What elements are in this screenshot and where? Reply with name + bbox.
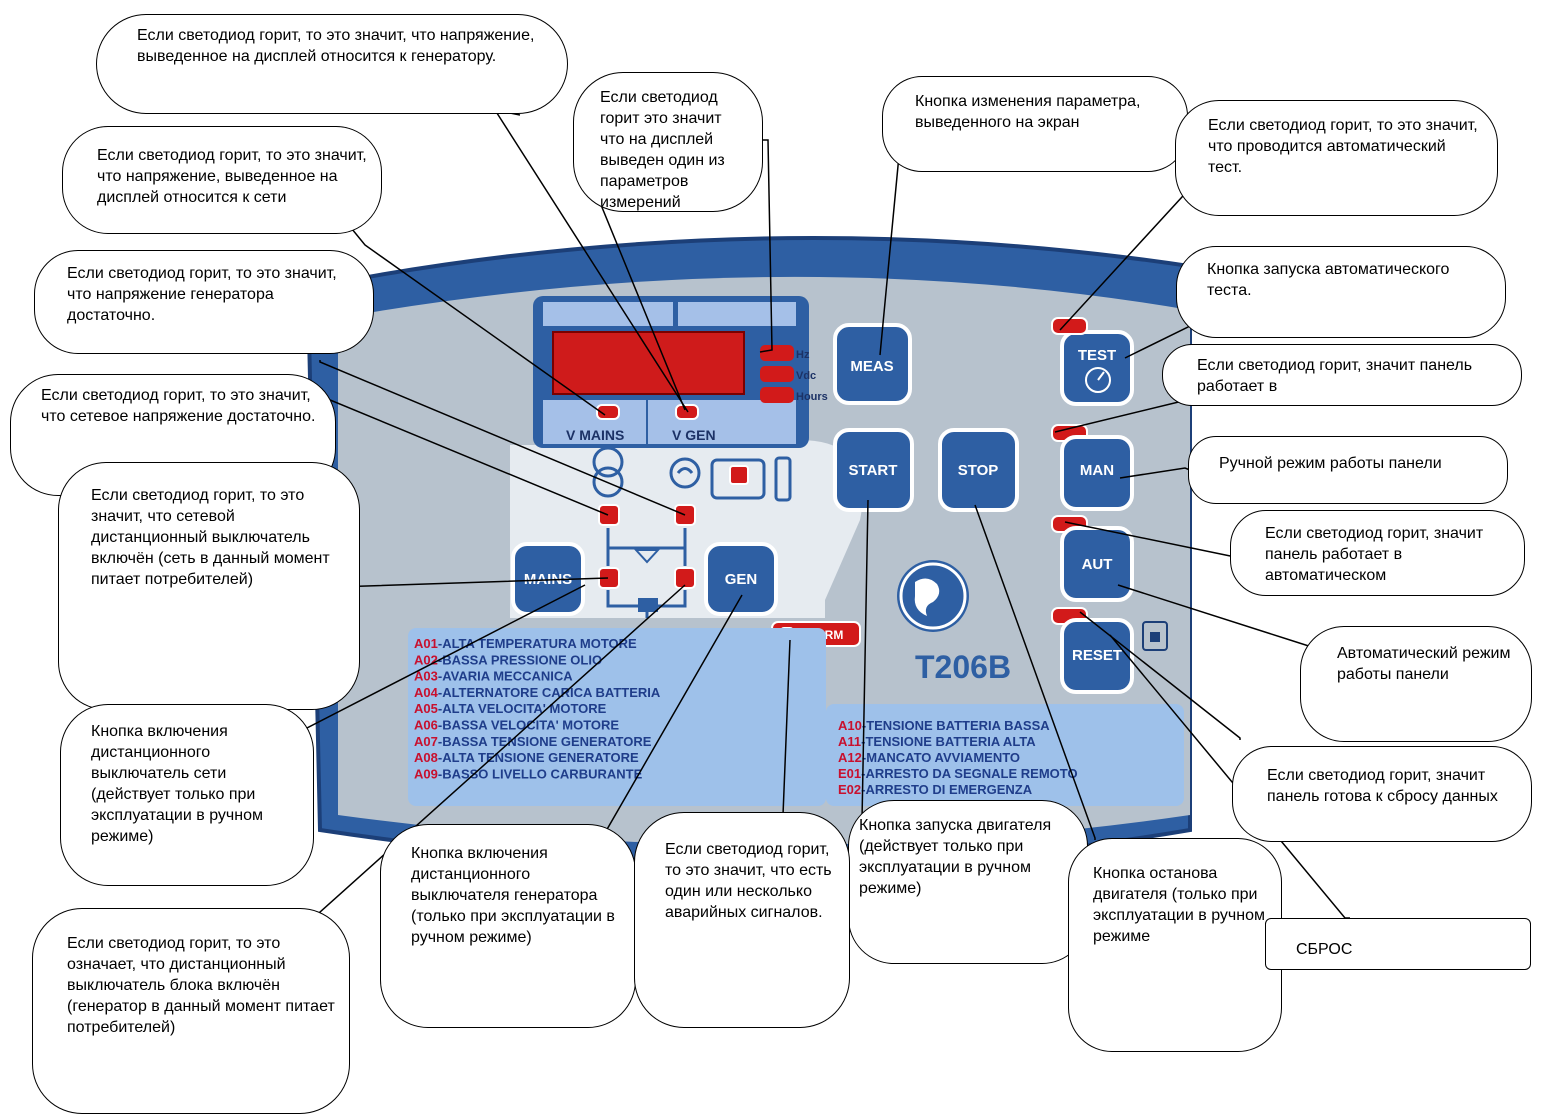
callout-alarm-led: Если светодиод горит, то это значит, что… [634, 812, 850, 1028]
reset-button-label: RESET [1072, 647, 1122, 664]
alarm-list-item: A01-ALTA TEMPERATURA MOTORE [414, 636, 637, 651]
reset-button[interactable]: RESET [1060, 618, 1134, 694]
v-mains-led [596, 404, 620, 420]
alarm-list-area-right [826, 704, 1184, 806]
callout-man-button: Ручной режим работы панели [1188, 436, 1508, 504]
callout-test-button: Кнопка запуска автоматического теста. [1176, 246, 1506, 338]
vdc-label: Vdc [796, 370, 816, 382]
alarm-list-item: A03-AVARIA MECCANICA [414, 669, 573, 684]
callout-reset-button: СБРОС [1265, 918, 1531, 970]
alarm-list-item: E02-ARRESTO DI EMERGENZA [838, 782, 1033, 797]
callout-gen-breaker-led: Если светодиод горит, то это означает, ч… [32, 908, 350, 1114]
lock-icon [1142, 621, 1168, 651]
v-gen-label: V GEN [672, 427, 716, 443]
load-icon [638, 598, 658, 612]
globe-logo [897, 560, 969, 632]
display-label-strip [543, 400, 796, 444]
v-gen-led [675, 404, 699, 420]
alarm-list-item: A02-BASSA PRESSIONE OLIO [414, 652, 602, 667]
model-label: T206B [915, 649, 1011, 685]
alarm-list-area [408, 628, 826, 806]
mains-ok-led [598, 504, 620, 526]
clock-icon [1085, 367, 1111, 393]
alarm-list-item: A07-BASSA TENSIONE GENERATORE [414, 734, 652, 749]
callout-gen-button: Кнопка включения дистанционного выключат… [380, 824, 636, 1028]
callout-test-led: Если светодиод горит, то это значит, что… [1175, 100, 1498, 216]
meas-button[interactable]: MEAS [833, 323, 912, 405]
alarm-list-item: A08-ALTA TENSIONE GENERATORE [414, 750, 639, 765]
hz-label: Hz [796, 349, 810, 361]
alarm-list-item: A10-TENSIONE BATTERIA BASSA [838, 718, 1050, 733]
display-top-left-cell [543, 302, 673, 326]
bus-lines [606, 528, 687, 566]
display-screen [552, 331, 745, 395]
alarm-list-item: A12-MANCATO AVVIAMENTO [838, 750, 1020, 765]
callout-mains-voltage-led: Если светодиод горит, то это значит, что… [62, 126, 382, 234]
generator-icon [669, 457, 701, 489]
meas-button-label: MEAS [850, 358, 893, 375]
callout-mains-breaker-led: Если светодиод горит, то это значит, что… [58, 462, 360, 710]
alarm-list-item: A11-TENSIONE BATTERIA ALTA [838, 734, 1036, 749]
man-button[interactable]: MAN [1060, 435, 1134, 511]
alarm-list-item: A05-ALTA VELOCITA' MOTORE [414, 701, 607, 716]
hours-label: Hours [796, 391, 828, 403]
aut-button-label: AUT [1082, 556, 1113, 573]
callout-mains-button: Кнопка включения дистанционного выключат… [60, 704, 314, 886]
callout-aut-led: Если светодиод горит, значит панель рабо… [1230, 510, 1525, 596]
hours-led [760, 387, 794, 403]
hz-led [760, 345, 794, 361]
alarm-list-right: A10-TENSIONE BATTERIA BASSAA11-TENSIONE … [838, 718, 1078, 797]
callout-meas-led: Если светодиод горит это значит что на д… [573, 72, 763, 212]
alarm-list-item: A09-BASSO LIVELLO CARBURANTE [414, 766, 643, 781]
start-button-label: START [849, 462, 898, 479]
display-top-right-cell [678, 302, 796, 326]
test-button-label: TEST [1078, 347, 1116, 364]
gen-breaker-led [674, 567, 696, 589]
alarm-list-item: A06-BASSA VELOCITA' MOTORE [414, 718, 619, 733]
start-button[interactable]: START [833, 428, 914, 512]
measure-leds: Hz Vdc Hours [760, 345, 828, 403]
vdc-led [760, 366, 794, 382]
v-mains-label: V MAINS [566, 427, 624, 443]
load-symbol [633, 549, 661, 564]
stop-button[interactable]: STOP [938, 428, 1019, 512]
engine-led [729, 465, 749, 485]
callout-gen-ok-led: Если светодиод горит, то это значит, что… [34, 250, 374, 354]
alarm-list-item: A04-ALTERNATORE CARICA BATTERIA [414, 685, 661, 700]
callout-gen-voltage-led: Если светодиод горит, то это значит, что… [96, 14, 568, 114]
man-button-label: MAN [1080, 462, 1114, 479]
stop-button-label: STOP [958, 462, 999, 479]
callout-man-led: Если светодиод горит, значит панель рабо… [1162, 344, 1522, 406]
engine-icon [710, 456, 792, 502]
callout-meas-button: Кнопка изменения параметра, выведенного … [882, 76, 1188, 172]
gen-button-label: GEN [725, 571, 758, 588]
callout-reset-led: Если светодиод горит, значит панель гото… [1232, 746, 1532, 842]
gen-button[interactable]: GEN [704, 542, 778, 616]
callout-stop-button: Кнопка останова двигателя (только при эк… [1068, 838, 1282, 1052]
aut-button[interactable]: AUT [1060, 526, 1134, 602]
alarm-list-item: E01-ARRESTO DA SEGNALE REMOTO [838, 766, 1078, 781]
callout-start-button: Кнопка запуска двигателя (действует толь… [848, 800, 1088, 964]
callout-aut-button: Автоматический режим работы панели [1300, 626, 1532, 742]
test-button[interactable]: TEST [1060, 330, 1134, 406]
mains-transformer-icon [592, 446, 624, 498]
